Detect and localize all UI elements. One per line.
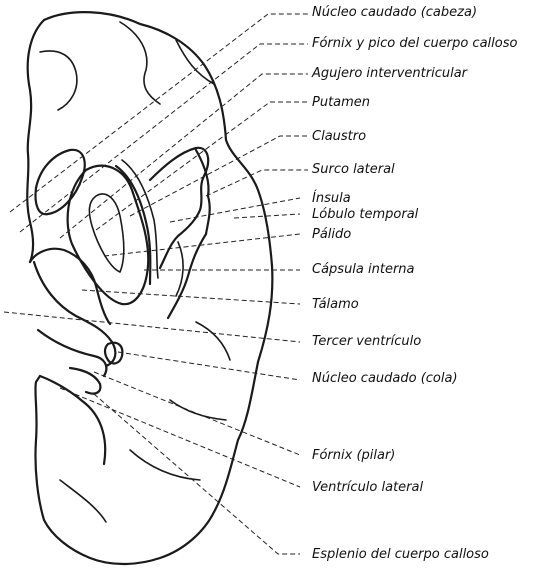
label-putamen: Putamen xyxy=(312,96,370,109)
insula xyxy=(150,148,208,268)
lower-gyrus-4 xyxy=(60,480,106,522)
caudate-tail xyxy=(70,368,100,394)
lower-gyrus-2 xyxy=(170,400,226,420)
label-nucleo-caudado-cabeza: Núcleo caudado (cabeza) xyxy=(312,6,477,19)
pallidum xyxy=(89,194,123,272)
label-lobulo-temporal: Lóbulo temporal xyxy=(312,208,418,221)
leader-agujero xyxy=(60,74,308,238)
leader-fornix-pico xyxy=(20,44,308,232)
label-agujero-interventricular: Agujero interventricular xyxy=(312,67,467,80)
gyrus-fold-1 xyxy=(40,51,77,110)
label-fornix-pilar: Fórnix (pilar) xyxy=(312,449,395,462)
label-esplenio: Esplenio del cuerpo calloso xyxy=(312,548,489,561)
label-insula: Ínsula xyxy=(312,192,351,205)
leader-ventriculo-lateral xyxy=(60,388,300,487)
label-palido: Pálido xyxy=(312,228,351,241)
lower-gyrus-1 xyxy=(196,322,230,360)
leader-claustro xyxy=(130,136,308,216)
label-talamo: Tálamo xyxy=(312,298,359,311)
label-claustro: Claustro xyxy=(312,130,366,143)
leader-lobulo-temporal xyxy=(234,214,300,218)
label-surco-lateral: Surco lateral xyxy=(312,163,395,176)
temporal-fold-inner xyxy=(176,242,183,296)
leader-surco-lateral xyxy=(206,170,308,196)
lower-gyrus-3 xyxy=(130,450,200,480)
gyrus-fold-2 xyxy=(120,22,160,104)
medial-edge-upper xyxy=(27,20,44,262)
occipital-fold xyxy=(40,376,105,464)
label-tercer-ventriculo: Tercer ventrículo xyxy=(312,335,421,348)
leader-nucleo-caudado-cola xyxy=(118,352,300,380)
label-nucleo-caudado-cola: Núcleo caudado (cola) xyxy=(312,372,458,385)
gyrus-fold-3 xyxy=(176,40,214,84)
label-fornix-pico: Fórnix y pico del cuerpo calloso xyxy=(312,37,517,50)
label-capsula-interna: Cápsula interna xyxy=(312,263,415,276)
label-ventriculo-lateral: Ventrículo lateral xyxy=(312,481,423,494)
